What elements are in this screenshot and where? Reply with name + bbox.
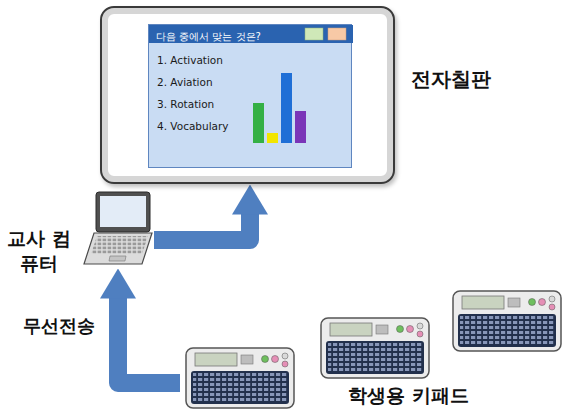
keypad xyxy=(186,348,294,408)
header-square xyxy=(305,28,323,40)
computer-label: 교사 컴퓨터 xyxy=(2,226,76,275)
chart-bar xyxy=(281,73,292,143)
question-header: 다음 중에서 맞는 것은? xyxy=(149,26,261,44)
board-screen: 다음 중에서 맞는 것은? 1. Activation 2. Aviation 3. … xyxy=(148,24,352,168)
chart-bar xyxy=(295,111,306,143)
laptop-keyboard xyxy=(91,236,148,254)
screen-illustration xyxy=(149,25,353,169)
chart-bar xyxy=(253,103,264,143)
whiteboard: 다음 중에서 맞는 것은? 1. Activation 2. Aviation 3. … xyxy=(100,6,395,184)
laptop-touchpad xyxy=(109,256,126,261)
keypad xyxy=(321,318,429,378)
laptop-lid xyxy=(96,192,150,232)
chart-bar xyxy=(267,133,278,143)
answer-option: 4. Vocabulary xyxy=(157,120,229,132)
keypad xyxy=(453,291,561,351)
board-label: 전자칠판 xyxy=(411,66,572,93)
edge-label: 무선전송 xyxy=(21,314,97,338)
laptop-base xyxy=(84,233,152,264)
keypad-label: 학생용 키패드 xyxy=(348,383,469,409)
laptop-display xyxy=(100,196,146,227)
keypad-group: 학생용 키패드 xyxy=(180,285,570,413)
header-square xyxy=(328,28,346,40)
transfer-arrow xyxy=(118,297,180,383)
header-bar xyxy=(149,25,353,43)
answer-option: 3. Rotation xyxy=(157,98,214,110)
answer-option: 2. Aviation xyxy=(157,76,213,88)
answer-option: 1. Activation xyxy=(157,54,223,66)
laptop-illustration xyxy=(82,190,154,268)
teacher-laptop: 교사 컴퓨터 xyxy=(82,190,154,268)
transfer-arrow xyxy=(154,213,250,240)
